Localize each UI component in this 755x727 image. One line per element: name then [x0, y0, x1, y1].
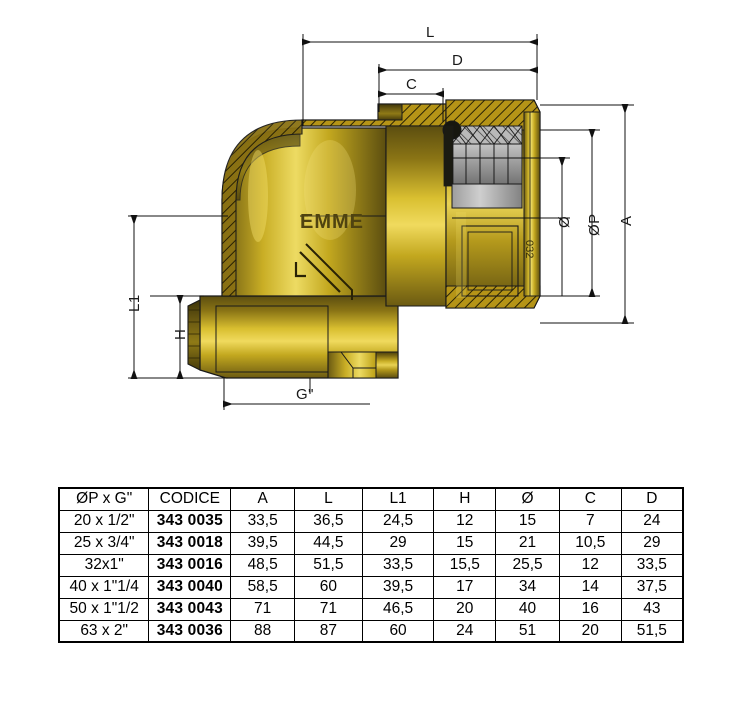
cell-a: 71	[230, 597, 296, 621]
cell-code: 343 0043	[148, 597, 232, 621]
cell-size: 50 x 1"1/2	[58, 597, 150, 621]
cell-h: 12	[433, 509, 497, 533]
col-header-size: ØP x G"	[58, 487, 150, 511]
cell-l1: 24,5	[361, 509, 435, 533]
cell-l: 44,5	[294, 531, 363, 555]
cell-l1: 33,5	[361, 553, 435, 577]
cell-l: 87	[294, 619, 363, 643]
cell-l1: 29	[361, 531, 435, 555]
cell-code: 343 0016	[148, 553, 232, 577]
table-row: 20 x 1/2" 343 0035 33,5 36,5 24,5 12 15 …	[58, 509, 684, 533]
cell-h: 24	[433, 619, 497, 643]
cell-d: 51,5	[620, 619, 684, 643]
col-header-l1: L1	[361, 487, 435, 511]
cell-c: 7	[558, 509, 622, 533]
cell-d: 24	[620, 509, 684, 533]
horizontal-leg-body	[301, 103, 447, 307]
cell-diameter: 34	[495, 575, 560, 599]
cell-c: 20	[558, 619, 622, 643]
cell-l: 60	[294, 575, 363, 599]
cell-a: 39,5	[230, 531, 296, 555]
cell-size: 63 x 2"	[58, 619, 150, 643]
col-header-codice: CODICE	[148, 487, 232, 511]
col-header-c: C	[558, 487, 622, 511]
cell-h: 15,5	[433, 553, 497, 577]
col-header-diameter: Ø	[495, 487, 560, 511]
dim-label-C: C	[406, 76, 418, 93]
dimension-lines	[128, 34, 634, 410]
cell-diameter: 25,5	[495, 553, 560, 577]
technical-drawing: 032 EMME	[126, 24, 635, 410]
cell-l1: 46,5	[361, 597, 435, 621]
col-header-h: H	[433, 487, 497, 511]
cell-diameter: 51	[495, 619, 560, 643]
fitting-illustration: 032 EMME	[187, 99, 541, 379]
elbow-vertical-leg	[187, 295, 399, 379]
cell-l1: 60	[361, 619, 435, 643]
cell-diameter: 21	[495, 531, 560, 555]
table-header: ØP x G" CODICE A L L1 H Ø C D	[58, 487, 684, 511]
cell-l: 51,5	[294, 553, 363, 577]
cell-l1: 39,5	[361, 575, 435, 599]
body-marking-text: EMME	[300, 211, 364, 233]
specification-table-container: ØP x G" CODICE A L L1 H Ø C D 20 x 1/2" …	[58, 487, 684, 643]
table-row: 25 x 3/4" 343 0018 39,5 44,5 29 15 21 10…	[58, 531, 684, 555]
cell-l: 71	[294, 597, 363, 621]
cell-d: 37,5	[620, 575, 684, 599]
dim-label-A: A	[618, 215, 635, 226]
cell-c: 16	[558, 597, 622, 621]
cell-c: 10,5	[558, 531, 622, 555]
dim-label-L1: L1	[126, 294, 143, 312]
dim-label-L: L	[426, 24, 435, 41]
cell-size: 32x1"	[58, 553, 150, 577]
dim-label-H: H	[172, 328, 189, 340]
cell-d: 43	[620, 597, 684, 621]
cell-diameter: 15	[495, 509, 560, 533]
cell-c: 14	[558, 575, 622, 599]
cell-a: 48,5	[230, 553, 296, 577]
dim-label-D: D	[452, 52, 464, 69]
nut-marking-text: 032	[523, 240, 535, 258]
cell-size: 40 x 1"1/4	[58, 575, 150, 599]
cell-d: 33,5	[620, 553, 684, 577]
elbow-body	[221, 119, 387, 300]
cell-a: 88	[230, 619, 296, 643]
cell-size: 25 x 3/4"	[58, 531, 150, 555]
cell-code: 343 0035	[148, 509, 232, 533]
cell-h: 17	[433, 575, 497, 599]
cell-size: 20 x 1/2"	[58, 509, 150, 533]
cell-a: 58,5	[230, 575, 296, 599]
table-row: 32x1" 343 0016 48,5 51,5 33,5 15,5 25,5 …	[58, 553, 684, 577]
compression-nut-assembly: 032	[442, 99, 541, 309]
table-row: 63 x 2" 343 0036 88 87 60 24 51 20 51,5	[58, 619, 684, 643]
cell-code: 343 0036	[148, 619, 232, 643]
table-row: 50 x 1"1/2 343 0043 71 71 46,5 20 40 16 …	[58, 597, 684, 621]
col-header-a: A	[230, 487, 296, 511]
dim-label-OP: ØP	[586, 213, 603, 236]
specification-table: ØP x G" CODICE A L L1 H Ø C D 20 x 1/2" …	[58, 487, 684, 643]
dim-label-O: Ø	[556, 215, 573, 228]
col-header-d: D	[620, 487, 684, 511]
cell-c: 12	[558, 553, 622, 577]
drawing-canvas: 032 EMME	[128, 34, 634, 410]
cell-h: 20	[433, 597, 497, 621]
table-body: 20 x 1/2" 343 0035 33,5 36,5 24,5 12 15 …	[58, 509, 684, 643]
table-header-row: ØP x G" CODICE A L L1 H Ø C D	[58, 487, 684, 511]
cell-code: 343 0018	[148, 531, 232, 555]
cell-a: 33,5	[230, 509, 296, 533]
cell-h: 15	[433, 531, 497, 555]
cell-d: 29	[620, 531, 684, 555]
cell-l: 36,5	[294, 509, 363, 533]
cell-code: 343 0040	[148, 575, 232, 599]
col-header-l: L	[294, 487, 363, 511]
cell-diameter: 40	[495, 597, 560, 621]
dim-label-G: G"	[296, 386, 314, 403]
table-row: 40 x 1"1/4 343 0040 58,5 60 39,5 17 34 1…	[58, 575, 684, 599]
